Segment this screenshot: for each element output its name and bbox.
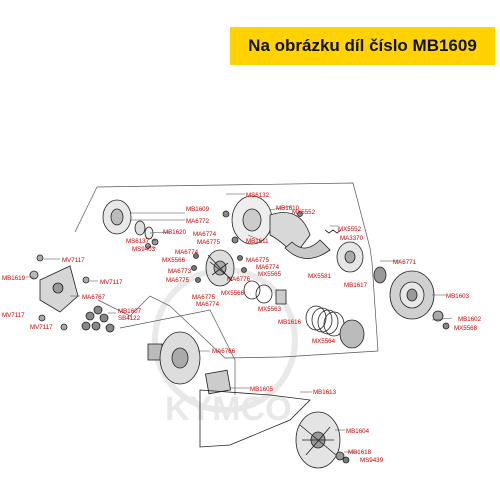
label-mv7117-3: MV7117 <box>2 312 25 319</box>
label-mv7117-1: MV7117 <box>62 257 85 264</box>
roller-weights <box>81 305 115 333</box>
label-ma6775-3: MA6775 <box>166 277 190 284</box>
part-labels: MB1609 MA6772 MB1620 MS6137 MS9403 MA677… <box>2 192 482 464</box>
label-ma6775-1: MA6775 <box>197 239 221 246</box>
label-sb4122: SB4122 <box>118 315 141 322</box>
label-ms6137: MS6137 <box>126 238 150 245</box>
drive-plate <box>336 241 387 284</box>
label-mv7117-4: MV7117 <box>30 324 53 331</box>
seal-ring <box>134 220 154 240</box>
drive-face-boss <box>204 369 232 395</box>
fan-drive-face <box>295 411 341 469</box>
label-ma6774-2: MA6774 <box>256 264 280 271</box>
bell-nut <box>432 310 450 330</box>
label-mb1611: MB1611 <box>246 238 269 245</box>
label-ms6132: MS6132 <box>246 192 270 199</box>
label-mb1616: MB1616 <box>278 319 302 326</box>
label-mb1620: MB1620 <box>163 229 187 236</box>
label-ma6774-4: MA6774 <box>196 301 220 308</box>
label-mx5566-1: MX5566 <box>162 257 186 264</box>
label-ma6775-2: MA6775 <box>246 257 270 264</box>
label-mx5563: MX5563 <box>258 306 282 313</box>
label-ma6776: MA6776 <box>227 276 251 283</box>
label-mx5581: MX5581 <box>308 273 332 280</box>
movable-drive-face <box>147 331 201 385</box>
label-ma3370: MA3370 <box>340 235 364 242</box>
assembly-frame <box>74 182 379 395</box>
label-mb1619: MB1619 <box>2 275 26 282</box>
label-ma6773: MA6773 <box>168 268 192 275</box>
label-ms9439: MS9439 <box>360 457 384 464</box>
label-ma6775-4: MA6775 <box>192 294 216 301</box>
label-ma6772: MA6772 <box>186 218 210 225</box>
drive-face-nut <box>335 451 350 464</box>
torque-spring <box>305 305 365 349</box>
label-ma6766: MA6766 <box>212 348 236 355</box>
label-mb1605: MB1605 <box>250 386 274 393</box>
clutch-bell <box>389 270 435 320</box>
leader-lines <box>26 193 453 453</box>
variator-ramp-plate <box>39 265 79 313</box>
label-ma6771: MA6771 <box>393 259 417 266</box>
label-mx5566-2: MX5566 <box>221 290 245 297</box>
label-mb1618: MB1618 <box>348 449 372 456</box>
label-mb1609: MB1609 <box>186 206 210 213</box>
guide-pins <box>191 253 247 283</box>
drive-belt <box>199 389 311 448</box>
label-mx5552-1: MX5552 <box>292 209 316 216</box>
label-mb1603: MB1603 <box>446 293 470 300</box>
label-mb1610: MB1610 <box>276 205 300 212</box>
svg-text:KYMCO: KYMCO <box>165 390 292 428</box>
part-number-banner: Na obrázku díl číslo MB1609 <box>230 27 495 65</box>
label-ms9403: MS9403 <box>132 246 156 253</box>
seal-set <box>243 280 287 305</box>
label-mb1613: MB1613 <box>313 389 337 396</box>
clutch-shoe-assembly <box>222 195 331 259</box>
label-mv7117-2: MV7117 <box>100 279 123 286</box>
label-ma6774-3: MA6774 <box>175 249 199 256</box>
driven-pulley <box>205 249 235 287</box>
label-mb1604: MB1604 <box>346 428 370 435</box>
label-mb1617: MB1617 <box>344 282 368 289</box>
label-ma6767: MA6767 <box>82 294 106 301</box>
clutch-spring <box>324 229 342 234</box>
label-mx5552-2: MX5552 <box>338 226 362 233</box>
label-mb1607: MB1607 <box>118 308 142 315</box>
clutch-plate <box>102 199 132 235</box>
label-mx5564: MX5564 <box>312 338 336 345</box>
label-mb1602: MB1602 <box>458 316 482 323</box>
label-mx5565: MX5565 <box>258 271 282 278</box>
label-ma6774-1: MA6774 <box>193 231 217 238</box>
label-mx5568: MX5568 <box>454 325 478 332</box>
